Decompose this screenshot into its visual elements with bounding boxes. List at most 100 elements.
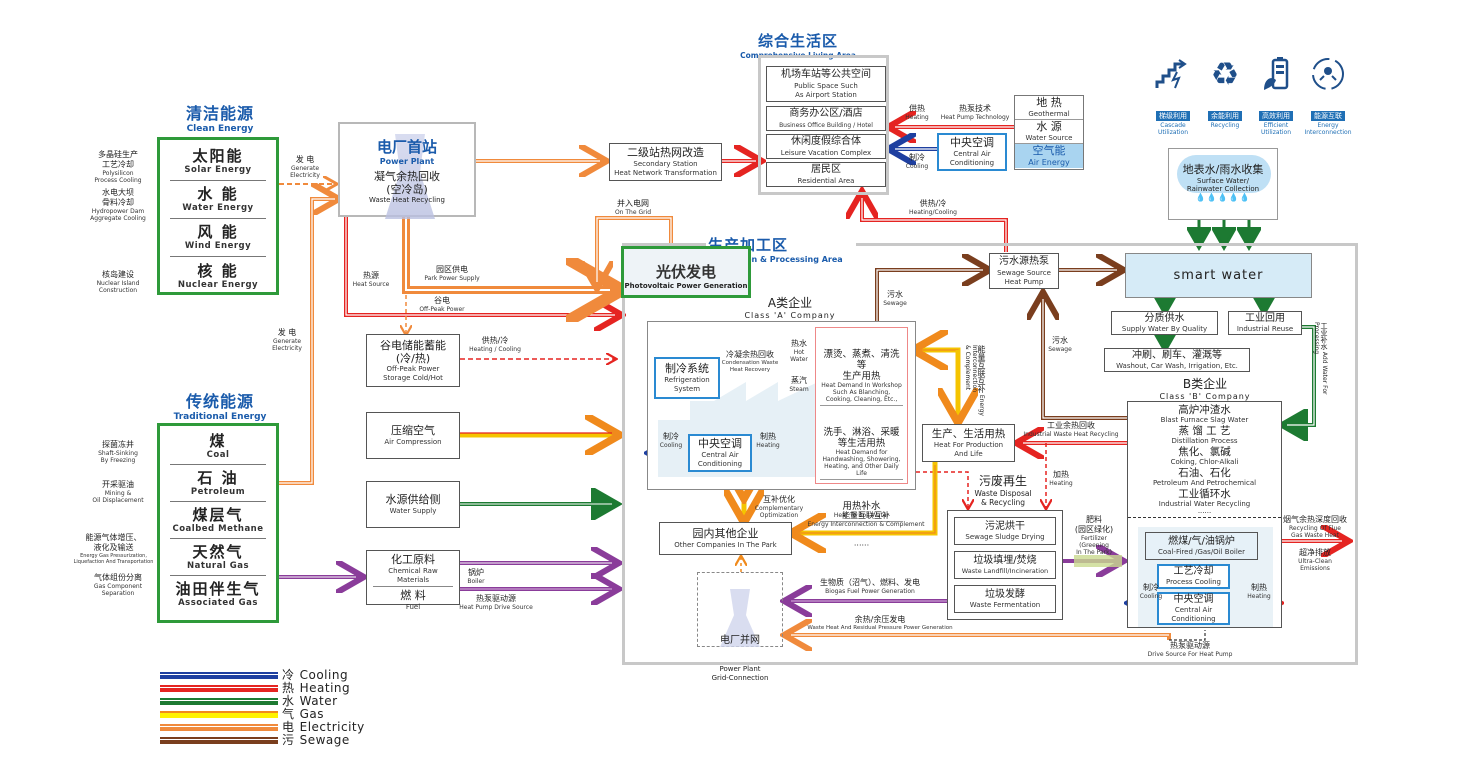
photovoltaic-box[interactable]: 光伏发电 Photovoltaic Power Generation [621,246,751,298]
legend-gas: 气 Gas [160,705,324,724]
label-add-water: 工业补水 Add Water For Processing [1313,322,1328,395]
label-fertilizer: 肥料 (园区绿化)Fertilizer (Greening In The Par… [1074,515,1114,556]
secondary-station-box[interactable]: 二级站热网改造 Secondary Station Heat Network T… [609,143,722,181]
label-energy-interconnect-v: 能量互联互补 Energy Interconnection & Compleme… [964,345,986,416]
cloud-icon [1177,155,1271,193]
legend-sewage: 污 Sewage [160,731,350,750]
legend-water: 水 Water [160,692,338,711]
battery-leaf-icon [1262,56,1292,92]
smart-water-box[interactable]: smart water [1125,253,1312,298]
off-peak-storage-box[interactable]: 谷电储能蓄能 (冷/热)Off-Peak Power Storage Cold/… [366,334,460,387]
grass-icon [1074,555,1122,567]
grid-connection-box[interactable]: 电厂并网 Power Plant Grid-Connection [697,572,783,682]
class-b-title: B类企业 Class 'B' Company [1159,377,1251,401]
living-area-frame [758,55,889,195]
drive-source-dashed [1169,630,1206,641]
class-a-title: A类企业 Class 'A' Company [744,296,836,320]
production-area-frame [622,243,1358,665]
chemical-fuel-box[interactable]: 化工原料 Chemical Raw Materials 燃 料 Fuel [366,550,460,611]
recycling-icon: ♻ [1210,55,1240,93]
energy-cycle-icon [1310,56,1346,92]
raindrops-icon: 💧💧💧💧💧 [1195,193,1251,202]
power-plant-box[interactable]: 电厂首站 Power Plant 凝气余热回收 (空冷岛) Waste Heat… [338,122,476,219]
rainwater-collection-box[interactable]: 地表水/雨水收集 Surface Water/ Rainwater Collec… [1168,148,1278,220]
clean-energy-title: 清洁能源 Clean Energy [185,104,254,134]
